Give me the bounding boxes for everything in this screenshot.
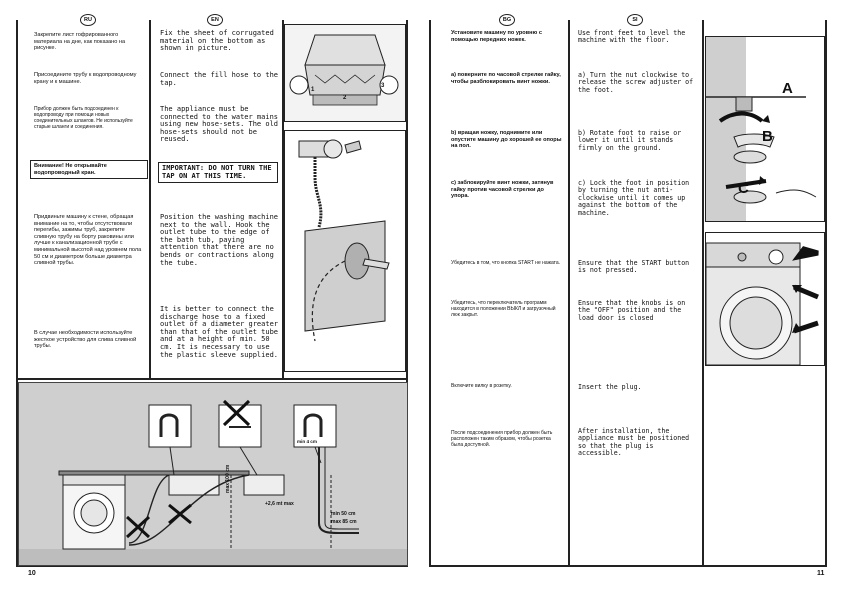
en-warning-box: IMPORTANT: DO NOT TURN THE TAP ON AT THI… [158,162,278,184]
en-paragraph: c) Lock the foot in position by turning … [578,179,690,217]
figure-machine-front [705,232,825,366]
drain-diagram: max 100 cm min 4 cm +2,6 mt max min 50 c… [18,382,408,566]
column-divider [702,20,704,565]
en-paragraph: Fix the sheet of corrugated material on … [160,29,274,53]
en-paragraph: The appliance must be connected to the w… [160,105,279,144]
en-paragraph: b) Rotate foot to raise or lower it unti… [578,129,682,152]
bg-paragraph: Убедитесь, что переключатель программ на… [451,300,556,318]
figure-corrugated-sheet: 1 2 3 [284,24,406,122]
column-divider [568,20,570,565]
drain-installation-diagram [19,399,407,565]
dimension-label: max 85 cm [331,519,357,525]
ru-paragraph: Присоедините трубу к водопроводному кран… [34,72,137,85]
ru-paragraph: Придвиньте машину к стене, обращая внима… [34,214,142,267]
language-flag-en: EN [207,14,223,26]
en-paragraph: It is better to connect the discharge ho… [160,305,279,359]
right-margin-line [406,20,408,565]
ru-paragraph: В случае необходимости используйте жестк… [34,330,137,350]
en-paragraph: Ensure that the knobs is on the "OFF" po… [578,299,686,322]
bg-paragraph: Включите вилку в розетку. [451,383,512,389]
left-margin-line [16,20,18,565]
language-flag-ru: RU [80,14,96,26]
en-paragraph: Connect the fill hose to the tap. [160,71,279,87]
right-page: BG SI Установите машину по уровню с помо… [421,0,842,595]
dimension-label: +2,6 mt max [265,501,294,507]
en-paragraph: After installation, the appliance must b… [578,427,690,458]
en-paragraph: Position the washing machine next to the… [160,213,279,267]
en-paragraph: a) Turn the nut clockwise to release the… [578,71,694,94]
bg-paragraph: Убедитесь в том, что кнопка START не наж… [451,260,561,266]
machine-front-illustration [706,242,819,365]
figure-label-c: C [738,180,749,197]
ru-paragraph: Закрепите лист гофрированного материала … [34,32,126,52]
dimension-label: min 50 cm [331,511,356,517]
bg-paragraph: Установите машину по уровню с помощью пе… [451,30,542,43]
ru-paragraph: Прибор должен быть подсоединен к водопро… [34,106,133,130]
step-label: 1 [311,87,315,93]
en-paragraph: Use front feet to level the machine with… [578,29,686,45]
figure-label-a: A [782,80,793,97]
dimension-label: max 100 cm [225,464,231,493]
bottom-line [429,565,827,567]
left-page: RU EN Закрепите лист гофрированного мате… [16,14,408,577]
column-divider [282,20,284,378]
language-flag-si: SI [627,14,643,26]
ru-warning-box: Внимание! Не открывайте водопроводный кр… [30,160,148,180]
machine-bottom-illustration [289,34,399,106]
figure-leveling-feet: A B C [705,36,825,222]
figure-fill-hose [284,130,406,372]
column-divider [149,20,151,378]
tap-hose-illustration [285,131,405,371]
page-number: 10 [28,570,36,577]
step-label: 3 [381,83,385,89]
bg-paragraph: b) вращая ножку, поднимите или опустите … [451,130,562,150]
leveling-feet-illustration [706,37,817,221]
en-paragraph: Insert the plug. [578,383,642,391]
right-margin-line [825,20,827,565]
page-number: 11 [817,570,825,577]
en-paragraph: Ensure that the START button is not pres… [578,259,690,275]
figure-label-b: B [762,128,773,145]
section-divider [16,378,408,380]
step-label: 2 [343,95,347,101]
bg-paragraph: а) поверните по часовой стрелке гайку, ч… [451,72,561,85]
left-margin-line [429,20,431,565]
bg-paragraph: c) заблокируйте винт ножки, затянув гайк… [451,180,554,200]
language-flag-bg: BG [499,14,515,26]
bg-paragraph: После подсоединения прибор должен быть р… [451,430,553,448]
dimension-label: min 4 cm [297,439,317,444]
